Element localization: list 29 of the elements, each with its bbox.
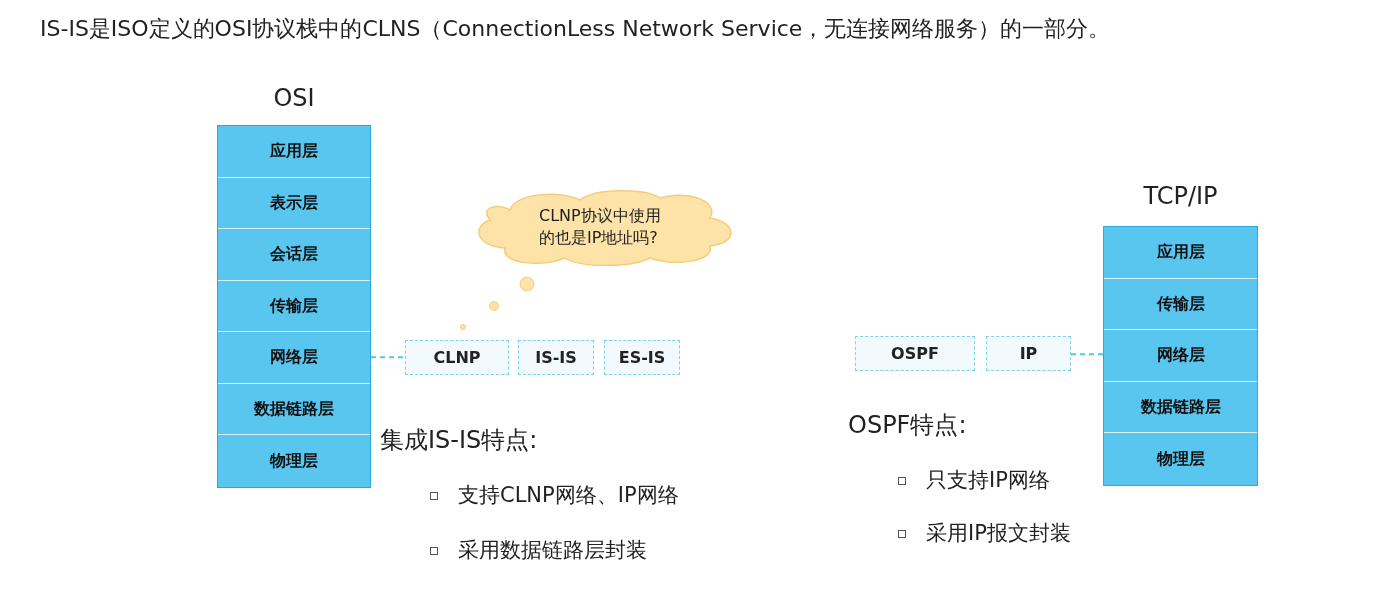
layer-box: 物理层 [1104,433,1257,485]
layer-box: 应用层 [218,126,370,178]
protocol-box: IS-IS [518,340,594,375]
layer-box: 会话层 [218,229,370,281]
stack-heading: OSI [273,86,315,110]
protocol-box: IP [986,336,1071,371]
layer-box: 网络层 [1104,330,1257,382]
layer-box: 数据链路层 [218,383,370,435]
connector-line [1070,353,1104,356]
connector-line [370,356,406,359]
section-heading: 集成IS-IS特点: [380,425,538,456]
protocol-box: CLNP [405,340,509,375]
layer-box: 传输层 [218,280,370,332]
title: IS-IS是ISO定义的OSI协议栈中的CLNS（ConnectionLess Network Service，无连接网络服务）的一部分。 [40,15,1111,43]
layer-box: 传输层 [1104,278,1257,331]
cloud-text: CLNP协议中使用的也是IP地址吗? [539,205,662,249]
bullet-text: 支持CLNP网络、IP网络 [458,482,679,509]
bullet-text: 采用IP报文封装 [926,520,1071,547]
protocol-box: OSPF [855,336,975,371]
bullet-text: 采用数据链路层封装 [458,537,647,564]
protocol-box: ES-IS [604,340,680,375]
layer-box: 物理层 [218,435,370,487]
layer-box: 应用层 [1104,227,1257,279]
stack-heading: TCP/IP [1143,184,1218,208]
layer-box: 数据链路层 [1104,381,1257,434]
section-heading: OSPF特点: [848,410,967,441]
layer-box: 表示层 [218,177,370,229]
layer-box: 网络层 [218,332,370,384]
bullet-text: 只支持IP网络 [926,467,1050,494]
